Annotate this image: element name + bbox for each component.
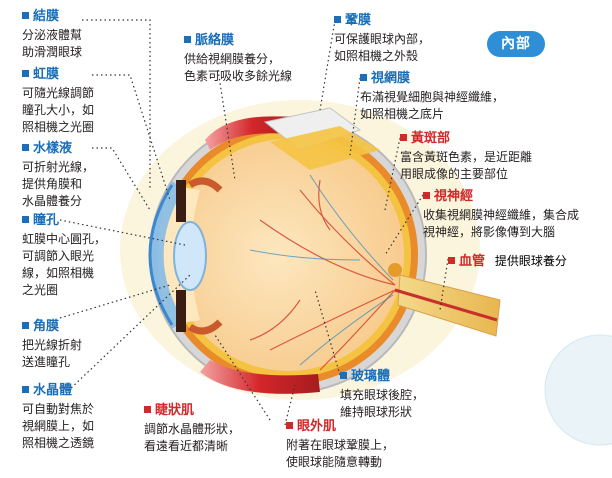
label-ciliary: 睫狀肌 調節水晶體形狀， 看遠看近都清晰 <box>144 402 240 455</box>
pupil-title: 瞳孔 <box>33 213 60 228</box>
label-cornea: 角膜 把光線折射 送進瞳孔 <box>22 318 82 371</box>
bullet-icon <box>22 322 29 329</box>
lens-shape <box>173 221 207 291</box>
bullet-icon <box>184 36 191 43</box>
vitreous-desc: 填充眼球後腔， 維持眼球形狀 <box>340 388 425 419</box>
section-badge: 內部 <box>487 31 545 57</box>
label-retina: 視網膜 布滿視覺細胞與神經纖維， 如照相機之底片 <box>360 70 504 123</box>
vessel-desc: 提供眼球養分 <box>494 254 567 268</box>
aqueous-desc: 可折射光線， 提供角膜和 水晶體養分 <box>22 160 95 208</box>
cornea-edge <box>148 184 174 326</box>
bullet-icon <box>360 74 367 81</box>
choroid-desc: 供給視網膜養分， 色素可吸收多餘光線 <box>184 52 293 83</box>
label-pupil: 瞳孔 虹膜中心圓孔， 可調節入眼光 線，如照相機 之光圈 <box>22 212 106 299</box>
choroid-title: 脈絡膜 <box>195 33 235 48</box>
retina-title: 視網膜 <box>371 71 411 86</box>
retinal-vessels-blue <box>249 174 394 366</box>
vitreous-title: 玻璃體 <box>351 369 391 384</box>
cornea-title: 角膜 <box>33 319 60 334</box>
lens-desc: 可自動對焦於 視網膜上，如 照相機之透鏡 <box>22 402 95 450</box>
bullet-icon <box>22 70 29 77</box>
optic-title: 視神經 <box>434 189 474 204</box>
pupil-desc: 虹膜中心圓孔， 可調節入眼光 線，如照相機 之光圈 <box>22 232 107 297</box>
ciliary-desc: 調節水晶體形狀， 看遠看近都清晰 <box>144 422 241 453</box>
label-optic-nerve: 視神經 收集視網膜神經纖維，集合成 視神經，將影像傳到大腦 <box>423 188 579 241</box>
muscle-bottom <box>200 360 320 394</box>
bullet-icon <box>144 406 151 413</box>
label-iris: 虹膜 可隨光線調節 瞳孔大小，如 照相機之光圈 <box>22 66 94 136</box>
macula-title: 黃斑部 <box>411 131 451 146</box>
faded-shape <box>544 334 612 446</box>
label-choroid: 脈絡膜 供給視網膜養分， 色素可吸收多餘光線 <box>184 32 292 85</box>
conjunctiva-title: 結膜 <box>33 9 60 24</box>
bullet-icon <box>400 134 407 141</box>
label-macula: 黃斑部 富含黃斑色素，是近距離 用眼成像的主要部位 <box>400 130 532 183</box>
label-sclera: 鞏膜 可保護眼球內部， 如照相機之外殼 <box>334 12 430 65</box>
bullet-icon <box>340 372 347 379</box>
iris-lower <box>176 290 186 332</box>
bullet-icon <box>22 12 29 19</box>
cornea-desc: 把光線折射 送進瞳孔 <box>22 338 83 369</box>
bullet-icon <box>423 192 430 199</box>
leader-lines <box>59 19 449 426</box>
label-lens: 水晶體 可自動對焦於 視網膜上，如 照相機之透鏡 <box>22 382 94 452</box>
optic-desc: 收集視網膜神經纖維，集合成 視神經，將影像傳到大腦 <box>423 208 580 239</box>
retina-desc: 布滿視覺細胞與神經纖維， 如照相機之底片 <box>360 90 505 121</box>
iris-desc: 可隨光線調節 瞳孔大小，如 照相機之光圈 <box>22 86 95 134</box>
aqueous-title: 水樣液 <box>33 141 73 156</box>
lens-title: 水晶體 <box>33 383 73 398</box>
ciliary-lower <box>188 319 223 335</box>
label-extraocular: 眼外肌 附著在眼球鞏膜上， 使眼球能隨意轉動 <box>286 418 394 471</box>
label-vessel: 血管 提供眼球養分 <box>448 250 567 269</box>
vessel-title: 血管 <box>459 254 486 269</box>
ciliary-title: 睫狀肌 <box>155 403 195 418</box>
iris-upper <box>176 180 186 222</box>
bullet-icon <box>22 216 29 223</box>
macula-desc: 富含黃斑色素，是近距離 用眼成像的主要部位 <box>400 150 533 181</box>
conjunctiva-desc: 分泌液體幫 助滑潤眼球 <box>22 28 83 59</box>
extraocular-title: 眼外肌 <box>297 419 337 434</box>
bullet-icon <box>448 257 455 264</box>
label-conjunctiva: 結膜 分泌液體幫 助滑潤眼球 <box>22 8 82 61</box>
macula-spot <box>388 263 402 277</box>
bullet-icon <box>22 386 29 393</box>
ciliary-upper <box>188 177 223 193</box>
optic-vessel <box>394 288 498 322</box>
extraocular-desc: 附著在眼球鞏膜上， 使眼球能隨意轉動 <box>286 438 395 469</box>
bullet-icon <box>334 16 341 23</box>
sclera-desc: 可保護眼球內部， 如照相機之外殼 <box>334 32 431 63</box>
iris-title: 虹膜 <box>33 67 60 82</box>
sclera-title: 鞏膜 <box>345 13 372 28</box>
label-aqueous: 水樣液 可折射光線， 提供角膜和 水晶體養分 <box>22 140 94 210</box>
retinal-vessels <box>249 179 396 371</box>
label-vitreous: 玻璃體 填充眼球後腔， 維持眼球形狀 <box>340 368 424 421</box>
cornea-shape <box>149 181 185 329</box>
bullet-icon <box>22 144 29 151</box>
bullet-icon <box>286 422 293 429</box>
